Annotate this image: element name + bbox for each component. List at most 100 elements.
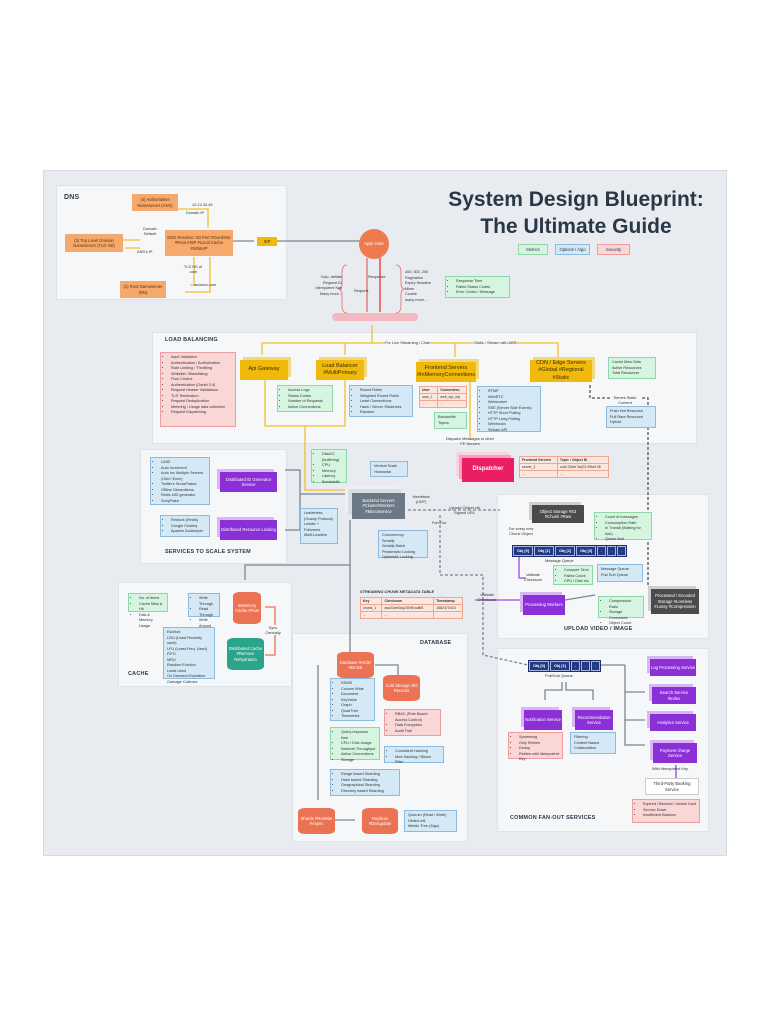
cdn-metrics: Cache Miss Gets Active Resources Total R… [608,357,656,379]
issue-item: Dedup [519,746,559,752]
metric-item: Total Resources [612,371,640,375]
metric-item: Bandwidth [438,415,456,419]
processed-storage[interactable]: Processed / Encoded Storage #Lossless #L… [651,589,699,614]
protocol-item: Webhooks [488,422,537,428]
isp: ISP [257,237,277,246]
security-item: Audit Trail [395,729,437,735]
queue-slot: . [581,661,591,671]
tld-ns: (3) Top Level Domain Nameserver (TLD NS) [65,234,123,252]
metric-item: Count of messages [605,515,648,521]
frontend-metrics: Bandwidth Topics [434,412,467,429]
metric-item: Network Throughput [341,747,376,753]
algo-item: Hash / Server Stickiness [360,405,409,411]
replica-options: Quorum (Read / Write) Hinted will Merkle… [404,810,457,832]
api-gateway[interactable]: Api Gateway [240,360,288,380]
db-type-item: KeyValue [341,698,371,704]
security-item: Rate Limiting / Throttling [171,366,232,372]
db-type-item: Column Wide [341,687,371,693]
gateway-security-list: Input ValidationAuthentication / Authori… [160,352,236,427]
db-type-item: RDMS [341,681,371,687]
metric-item: CPU / Disk Usage [341,741,376,747]
metric-item: Disk & Memory Usage [139,613,164,630]
search-service[interactable]: Search Service #Index [652,687,696,704]
metric-item: CPU [322,463,343,469]
option-item: Collaborative [574,746,597,750]
inmemory-cache[interactable]: InMemory Cache #Fast [233,592,261,624]
distributed-cache[interactable]: Distributed Cache #Remove Rehydration [227,638,264,670]
table-cell: ... [359,611,383,619]
option-item: Hinted will [408,818,426,823]
id-generator-service[interactable]: Distributed ID Generator Service [220,472,277,492]
option-item: Content Based [574,740,600,745]
database-types: RDMSColumn WideDocumentKeyValueGraphQuad… [330,678,375,721]
metric-item: Storage [341,758,376,764]
message-queue[interactable]: Obj [0]Obj [1]Obj [2]Obj [3]... [512,545,628,557]
root-ns: (1) Root Nameserver (RN) [120,281,166,298]
queue-slot: Obj [1] [550,661,571,671]
shards[interactable]: Shards #ReWrite #Async [298,808,335,834]
response-metrics: Response Time Failed Status Codes Error … [445,276,510,298]
idempotent-key-label: With Idempotent Key [652,766,689,771]
validate-checksum-label-2: Validate Checksum [477,592,497,603]
locking-options: Redlock (Redis) Google Chubby Apache Zoo… [160,515,210,537]
object-storage[interactable]: Object Storage #S3 #Chunk #Raw [532,505,584,523]
dispatcher[interactable]: Dispatcher [462,458,514,482]
replicas[interactable]: Replicas #Dnsupdate [362,808,398,834]
eviction-item: Garbage Collector [167,679,198,684]
request-items: Gzip, deflate Request ID Idempotent Key … [300,273,345,299]
message-queue-label: Message Queue [545,558,574,563]
request-item: Idempotent Key [315,286,342,290]
notification-service[interactable]: Notification Service [524,710,562,730]
option-item: Hybrid [610,420,621,424]
cdn-options: Push Hot Resource Pull Rare Resource Hyb… [606,406,656,428]
request-item: Gzip, deflate [320,275,342,279]
metric-item: Consumption Rate [605,521,648,527]
domain-ip-label: Domain IP [185,210,205,215]
recommendation-service[interactable]: Recommendation Service [575,710,613,730]
table-header: Frontend Servers [519,456,558,464]
option-item: Push Hot Resource [610,409,643,413]
eviction-item: FIFO [167,652,176,656]
metric-item: Failed Count [564,574,589,580]
metric-item: Error Codes / Message [456,290,506,296]
payment-service[interactable]: Payment charge Service [653,743,697,763]
backend-servers[interactable]: Backend Servers #Cluster/Workers #MicroS… [352,493,405,519]
load-balancing-title: LOAD BALANCING [165,337,218,343]
tld-ns-of-label: TLD NS of .com [183,264,203,275]
third-party-banking[interactable]: Third-Party Banking Service [645,778,699,795]
cdn-edge-servers[interactable]: CDN / Edge Servers #Global #Regional #St… [530,360,592,382]
resource-locking-service[interactable]: Distributed Resource Locking [220,520,277,540]
queue-slot: Obj [3] [576,546,597,556]
log-processing-service[interactable]: Log Processing Service [650,659,696,676]
metric-item: Number of Requests [288,399,329,405]
option-item: Leaderless (Gossip Protocol) [304,511,334,521]
table-cell: ... [556,470,610,478]
pubsub-queue[interactable]: Obj [0]Obj [1]... [528,660,602,672]
legend-security: Security [597,244,630,255]
metric-item: Active Connections [341,752,376,758]
cold-storage[interactable]: Cold Storage Old Records [383,675,420,701]
analytics-service[interactable]: Analytics Service [650,714,696,731]
load-balancer[interactable]: Load Balancer #MultiPrimary [316,360,364,380]
metric-item: Response Time [456,279,506,285]
frontend-servers[interactable]: Frontend Servers #InMemoryConnections [416,362,476,382]
protocol-item: WebRTC [488,395,537,401]
legend-options: Options / Algo [555,244,590,255]
table-cell: ... [418,400,439,408]
queue-slot: Obj [0] [529,661,550,671]
request-label: Request [354,288,369,293]
concurrency-options: Concurrency: Serially Serially Batch Pes… [378,530,428,559]
live-streaming-label: For Live Streaming / Chat [385,340,430,346]
metric-item: Object Count [609,621,640,627]
app-user-node[interactable]: App/ User [359,229,389,259]
cache-strategies: Write Through Read Through Write Around … [188,593,220,639]
processing-workers[interactable]: Processing Workers [523,595,565,615]
primary-database[interactable]: Database #ACID #BASE [337,652,374,678]
eviction-item: On Demand Expiration [167,674,206,678]
metric-item: CPU / Disk etc [564,579,589,585]
security-item: Request Dispatching [171,410,232,416]
metric-item: Topics [438,420,449,425]
option-item: Offline Generations [161,488,206,494]
request-item: Many more... [319,291,342,296]
